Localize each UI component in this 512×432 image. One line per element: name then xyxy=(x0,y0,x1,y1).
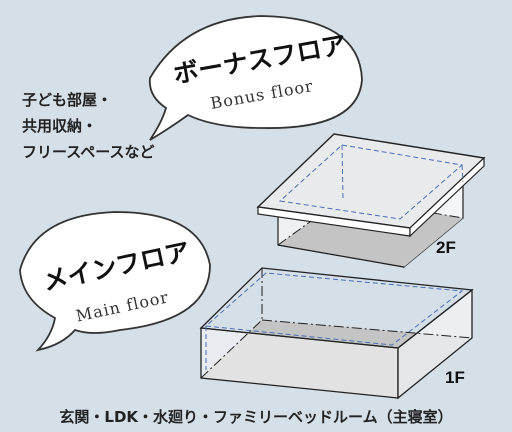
bonus-floor-bubble: ボーナスフロア Bonus floor xyxy=(148,15,363,141)
bonus-use-line-2: 共用収納・ xyxy=(22,117,97,135)
upper-box-floor-edge xyxy=(277,244,405,268)
upper-box-hidden-post-2 xyxy=(461,164,464,183)
bonus-use-line-1: 子ども部屋・ xyxy=(22,91,112,109)
lower-floor-box: 1F xyxy=(199,267,474,400)
bonus-use-line-3: フリースペースなど xyxy=(22,143,154,161)
bonus-bubble-shape xyxy=(148,15,363,141)
main-bubble-shape xyxy=(19,211,211,352)
upper-box-hidden-post-1 xyxy=(341,144,344,199)
main-floor-bubble: メインフロア Main floor xyxy=(19,211,211,352)
bonus-floor-uses: 子ども部屋・ 共用収納・ フリースペースなど xyxy=(22,91,154,161)
upper-floor-box: 2F xyxy=(256,133,486,269)
lower-box-floor-left-edge xyxy=(200,319,263,379)
upper-floor-label: 2F xyxy=(436,238,456,257)
lower-floor-label: 1F xyxy=(445,368,465,387)
upper-box-lid-side xyxy=(409,156,485,238)
lower-box-top-rim xyxy=(199,267,474,349)
main-floor-uses: 玄関・LDK・水廻り・ファミリーベッドルーム（主寝室） xyxy=(59,408,452,426)
lower-box-floor-back-edge xyxy=(261,319,473,339)
lower-box-hidden-rim xyxy=(204,272,464,346)
